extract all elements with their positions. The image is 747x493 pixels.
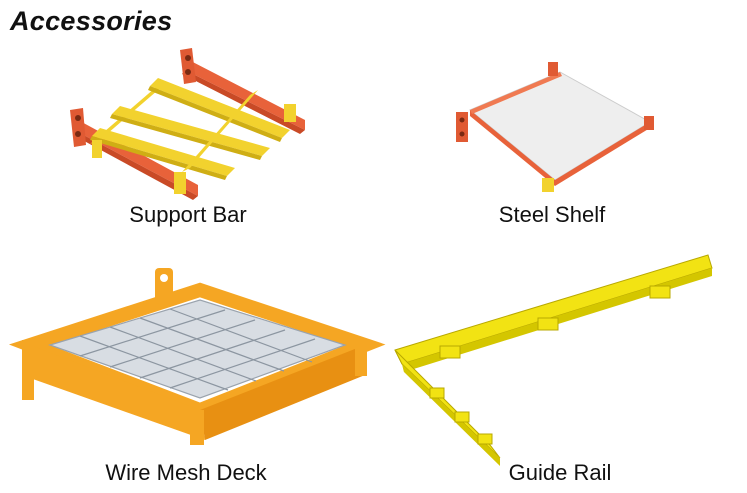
wire-mesh-deck-label: Wire Mesh Deck [105, 460, 267, 485]
wire-mesh-deck-image [8, 262, 386, 445]
steel-shelf-label: Steel Shelf [498, 202, 606, 227]
page-title: Accessories [10, 6, 173, 36]
support-bar-label: Support Bar [129, 202, 247, 227]
steel-shelf-image [456, 62, 654, 192]
guide-rail-image [394, 254, 713, 466]
guide-rail-label: Guide Rail [508, 460, 612, 485]
support-bar-image [70, 48, 305, 200]
